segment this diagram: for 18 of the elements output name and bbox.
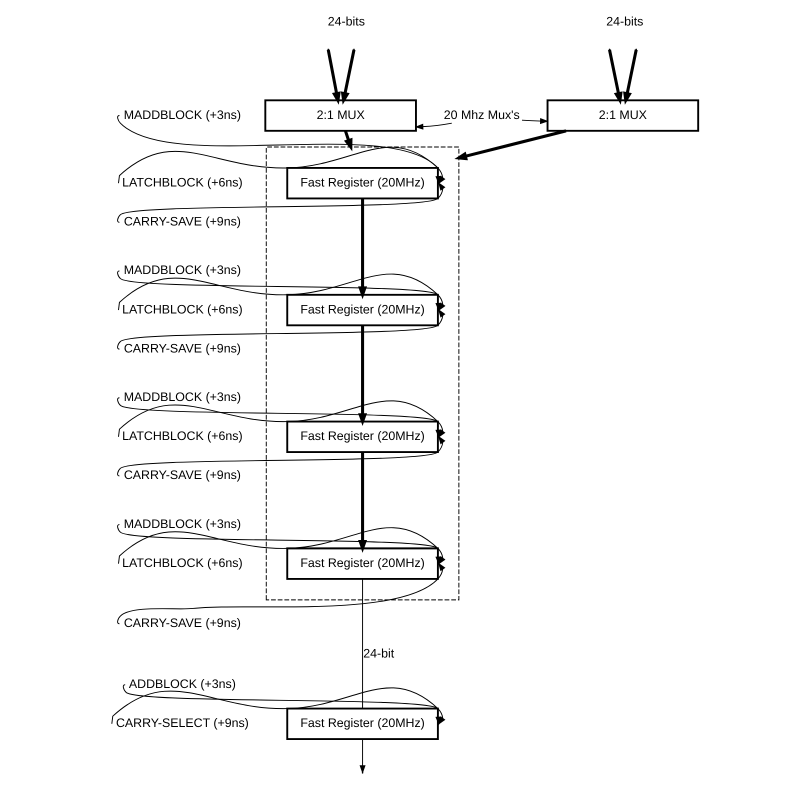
node-text: CARRY-SAVE (+9ns) [124,341,241,356]
node-text: CARRY-SAVE (+9ns) [124,468,241,482]
node-text: LATCHBLOCK (+6ns) [122,556,243,570]
node-text: 20 Mhz Mux's [444,108,520,122]
label: 24-bits [328,14,365,29]
node-text: MADDBLOCK (+3ns) [124,108,241,122]
node-text: LATCHBLOCK (+6ns) [122,302,243,316]
node-text: CARRY-SAVE (+9ns) [124,616,241,630]
label: 24-bits [606,14,644,29]
node-text: LATCHBLOCK (+6ns) [122,175,243,190]
node-text: CARRY-SAVE (+9ns) [124,214,241,229]
node-text: MADDBLOCK (+3ns) [124,263,241,278]
node-text: MADDBLOCK (+3ns) [124,390,241,404]
edge-label: 24-bit [363,646,394,660]
node-text: ADDBLOCK (+3ns) [128,676,236,691]
node-text: CARRY-SELECT (+9ns) [116,716,249,730]
node-text: LATCHBLOCK (+6ns) [122,429,243,444]
node-text: MADDBLOCK (+3ns) [124,516,241,531]
